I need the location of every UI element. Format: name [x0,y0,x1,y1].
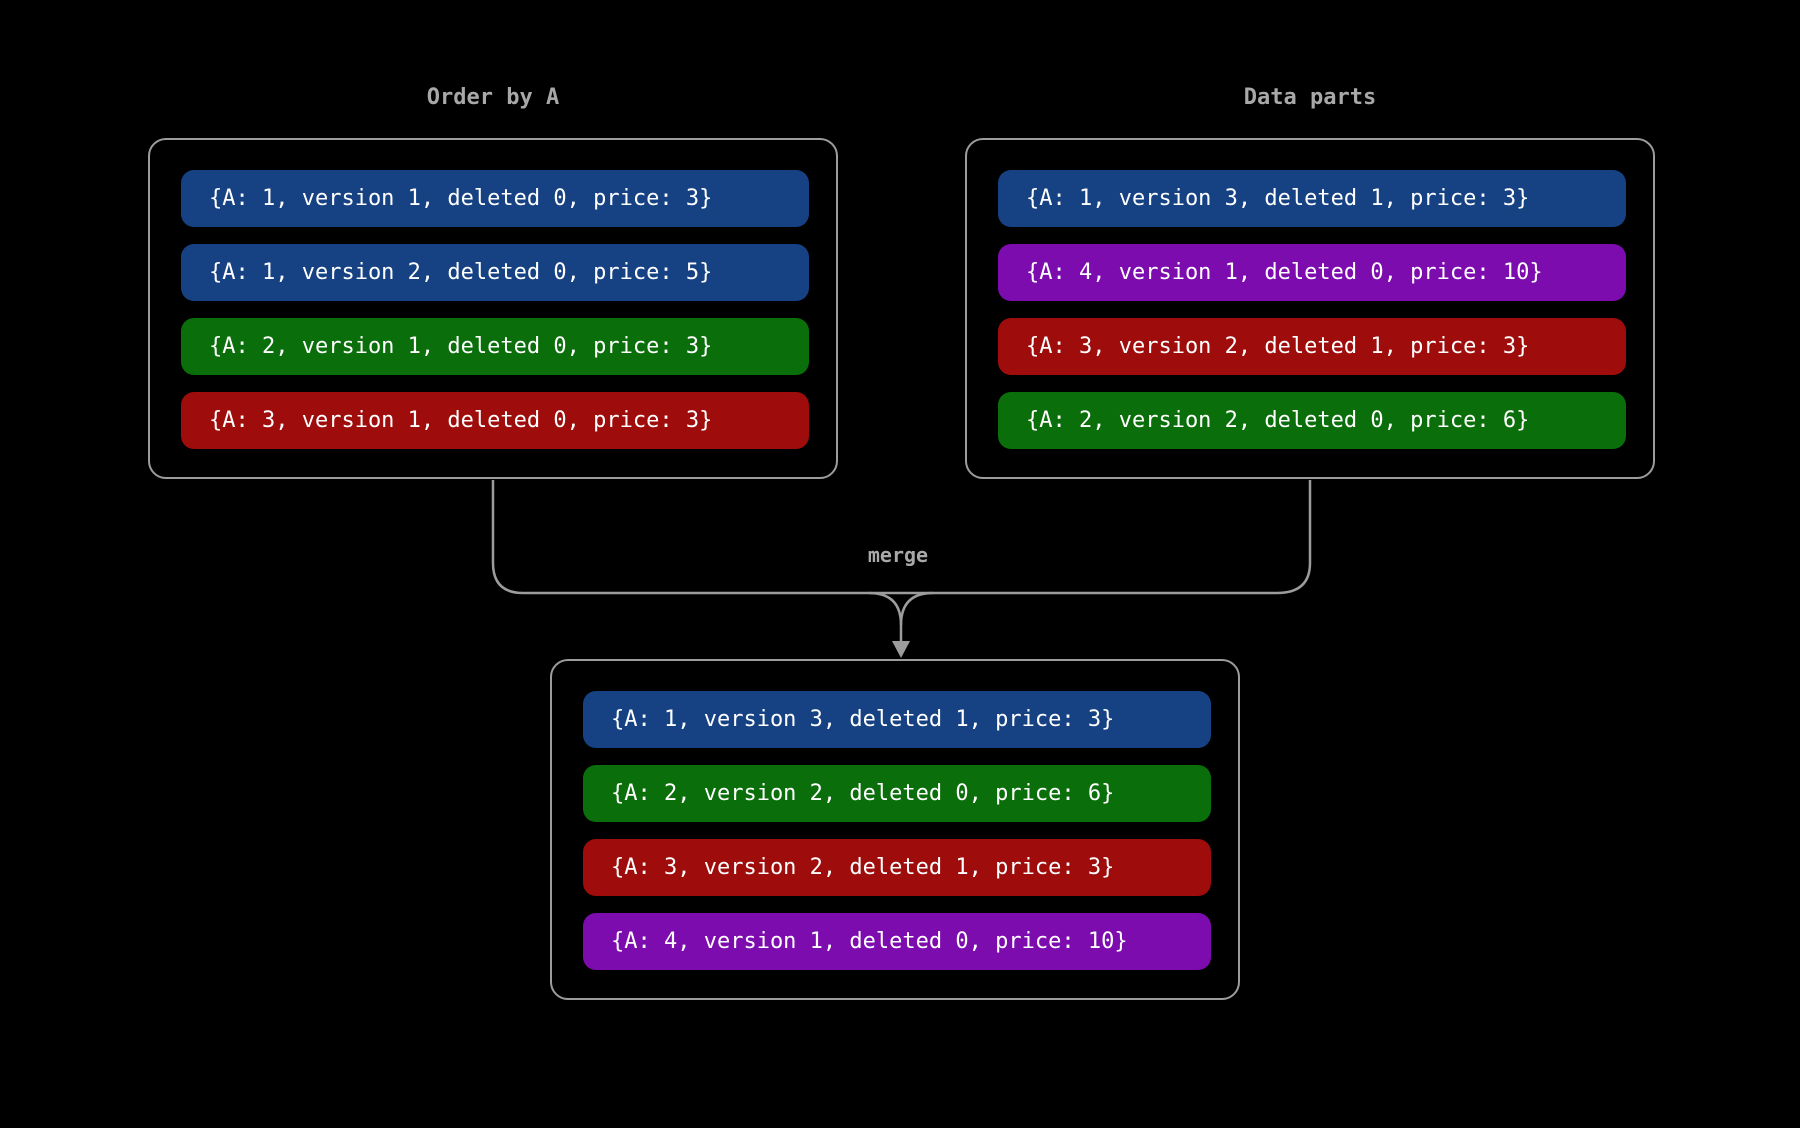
data-part-row: {A: 3, version 2, deleted 1, price: 3} [998,318,1626,375]
data-part-row: {A: 2, version 2, deleted 0, price: 6} [998,392,1626,449]
data-part-row: {A: 2, version 1, deleted 0, price: 3} [181,318,809,375]
data-parts-box: {A: 1, version 3, deleted 1, price: 3} {… [965,138,1655,479]
data-part-row: {A: 1, version 3, deleted 1, price: 3} [998,170,1626,227]
funnel-curve-left [868,591,903,643]
data-part-row: {A: 1, version 1, deleted 0, price: 3} [181,170,809,227]
merged-result-box: {A: 1, version 3, deleted 1, price: 3} {… [550,659,1240,1000]
funnel-curve-right [899,591,934,626]
merge-arrowhead-icon [892,641,910,658]
data-part-row: {A: 3, version 2, deleted 1, price: 3} [583,839,1211,896]
connector-bracket [491,480,1312,595]
order-by-a-title: Order by A [426,85,560,110]
data-parts-title: Data parts [1243,85,1377,110]
data-part-row: {A: 3, version 1, deleted 0, price: 3} [181,392,809,449]
order-by-a-box: {A: 1, version 1, deleted 0, price: 3} {… [148,138,838,479]
data-part-row: {A: 1, version 3, deleted 1, price: 3} [583,691,1211,748]
data-part-row: {A: 1, version 2, deleted 0, price: 5} [181,244,809,301]
data-part-row: {A: 4, version 1, deleted 0, price: 10} [583,913,1211,970]
data-part-row: {A: 2, version 2, deleted 0, price: 6} [583,765,1211,822]
merge-label: merge [867,543,929,567]
data-part-row: {A: 4, version 1, deleted 0, price: 10} [998,244,1626,301]
